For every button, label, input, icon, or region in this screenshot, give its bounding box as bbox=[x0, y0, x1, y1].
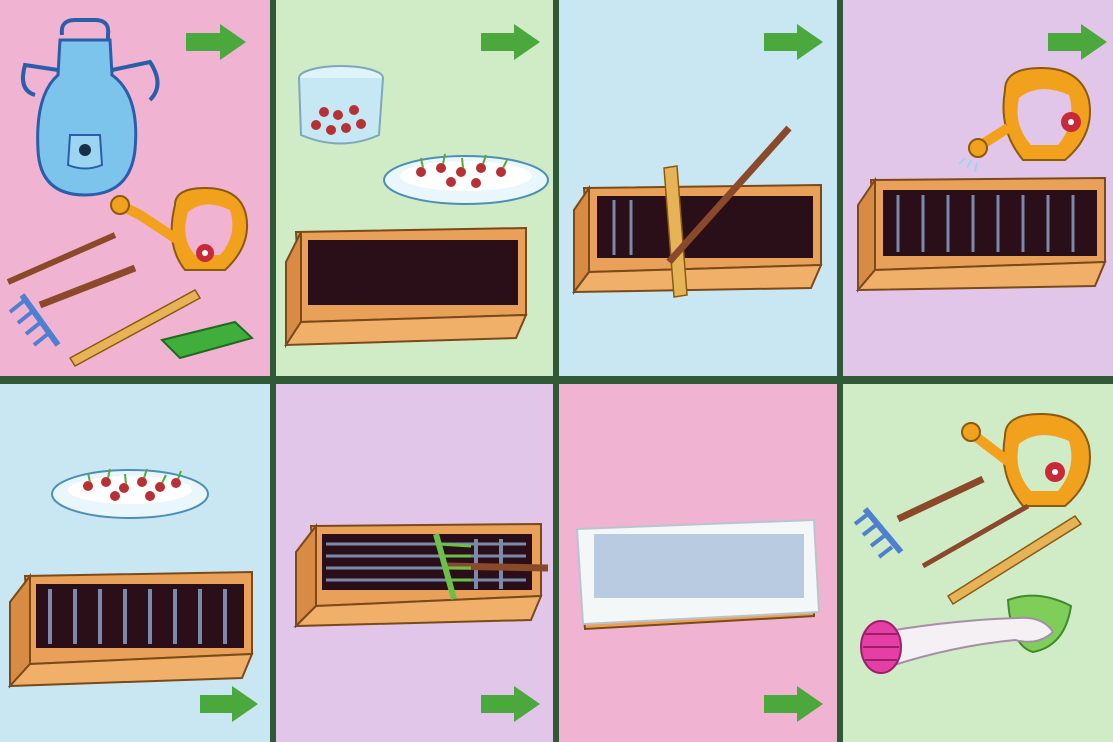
planter-box-icon bbox=[574, 185, 821, 292]
step-2-panel bbox=[276, 0, 553, 376]
planter-box-icon bbox=[296, 524, 541, 626]
planter-box-icon bbox=[858, 178, 1105, 290]
step-7-panel bbox=[559, 384, 837, 742]
planter-box-icon bbox=[10, 572, 252, 686]
step-1-panel bbox=[0, 0, 270, 376]
glass-jar-seeds-icon bbox=[299, 66, 383, 144]
step-4-panel bbox=[843, 0, 1113, 376]
step-8-panel bbox=[843, 384, 1113, 742]
planter-box-icon bbox=[286, 228, 526, 345]
step-6-panel bbox=[276, 384, 553, 742]
step-5-panel bbox=[0, 384, 270, 742]
step-3-panel bbox=[559, 0, 837, 376]
plate-sprouted-seeds-icon bbox=[52, 469, 208, 518]
covered-planter-box-icon bbox=[577, 520, 819, 629]
